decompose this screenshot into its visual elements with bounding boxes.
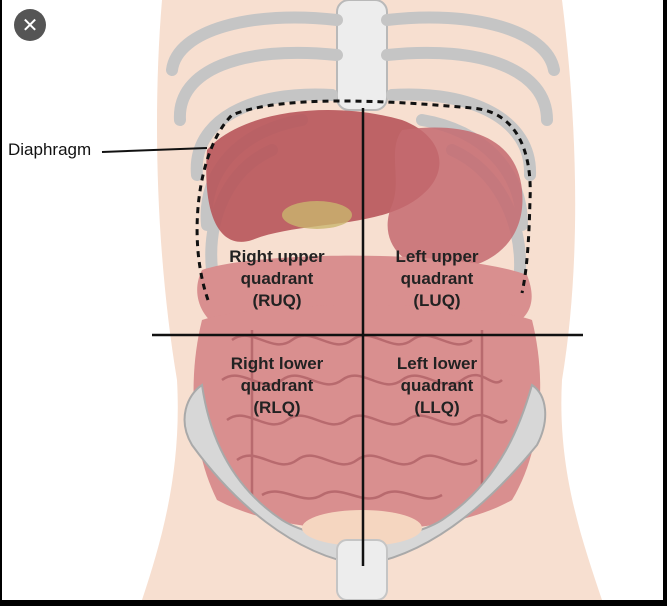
close-button[interactable]: ✕: [14, 9, 46, 41]
quadrant-line: quadrant: [240, 269, 314, 288]
diaphragm-label: Diaphragm: [8, 140, 92, 159]
quadrant-line: Right lower: [230, 354, 324, 373]
quadrant-label-llq: Left lower quadrant (LLQ): [352, 353, 522, 419]
quadrant-label-rlq: Right lower quadrant (RLQ): [192, 353, 362, 419]
quadrant-line: (LLQ): [414, 398, 460, 417]
intestine-folds: [221, 330, 508, 500]
pelvis: [183, 383, 547, 567]
liver: [206, 110, 440, 242]
quadrant-label-ruq: Right upper quadrant (RUQ): [192, 246, 362, 312]
quadrant-line: Left upper: [395, 247, 479, 266]
quadrant-line: (RUQ): [252, 291, 302, 310]
quadrant-line: quadrant: [400, 269, 474, 288]
diaphragm-outline: [195, 99, 532, 301]
quadrant-line: Left lower: [396, 354, 478, 373]
stomach: [387, 127, 523, 270]
gallbladder: [282, 201, 352, 229]
quadrant-line: (LUQ): [413, 291, 461, 310]
sternum: [336, 0, 388, 111]
quadrant-line: quadrant: [240, 376, 314, 395]
quadrant-label-luq: Left upper quadrant (LUQ): [352, 246, 522, 312]
quadrant-line: quadrant: [400, 376, 474, 395]
close-icon: ✕: [21, 14, 39, 37]
quadrant-line: Right upper: [229, 247, 325, 266]
diaphragm-pointer: [101, 147, 208, 153]
quadrant-line: (RLQ): [253, 398, 301, 417]
